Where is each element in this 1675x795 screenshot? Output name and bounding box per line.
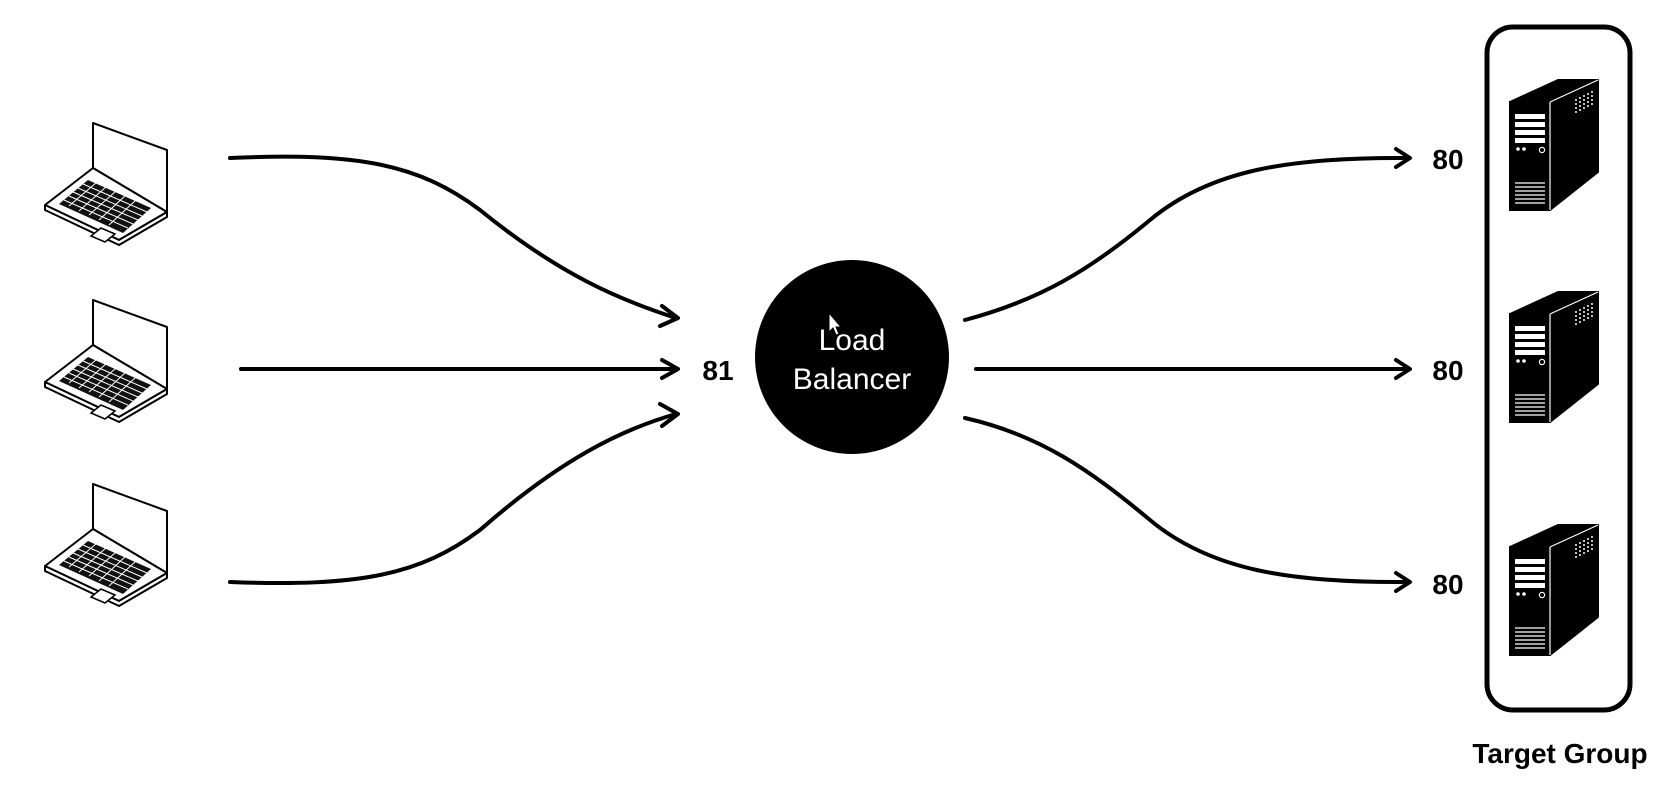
target-group-box [1484,24,1633,713]
client-laptop-icon-2 [44,299,168,423]
target-server-icon-3 [1509,524,1599,656]
target-group-label: Target Group [1472,738,1647,769]
target-server-icon-1 [1509,79,1599,211]
target-port-label-1: 80 [1432,144,1463,175]
client-laptop-icon-1 [44,122,168,246]
listener-port-label: 81 [702,355,733,386]
arrowhead-icon [1394,147,1412,169]
client-3-to-lb-arrow [228,412,678,586]
load-balancer-label-line2: Balancer [793,363,911,396]
load-balancer-node [755,260,949,454]
arrowhead-icon [658,402,680,428]
lb-to-target-1-arrow [963,155,1410,322]
arrowhead-icon [660,358,680,380]
client-1-to-lb-arrow [228,154,678,320]
lb-to-target-3-arrow [963,416,1410,585]
target-server-icon-2 [1509,291,1599,423]
target-port-label-2: 80 [1432,355,1463,386]
arrowhead-icon [658,304,680,328]
client-laptop-icon-3 [44,483,168,607]
arrowhead-icon [1394,358,1412,380]
mouse-cursor-icon [828,311,843,336]
arrowhead-icon [1394,571,1412,593]
target-port-label-3: 80 [1432,569,1463,600]
